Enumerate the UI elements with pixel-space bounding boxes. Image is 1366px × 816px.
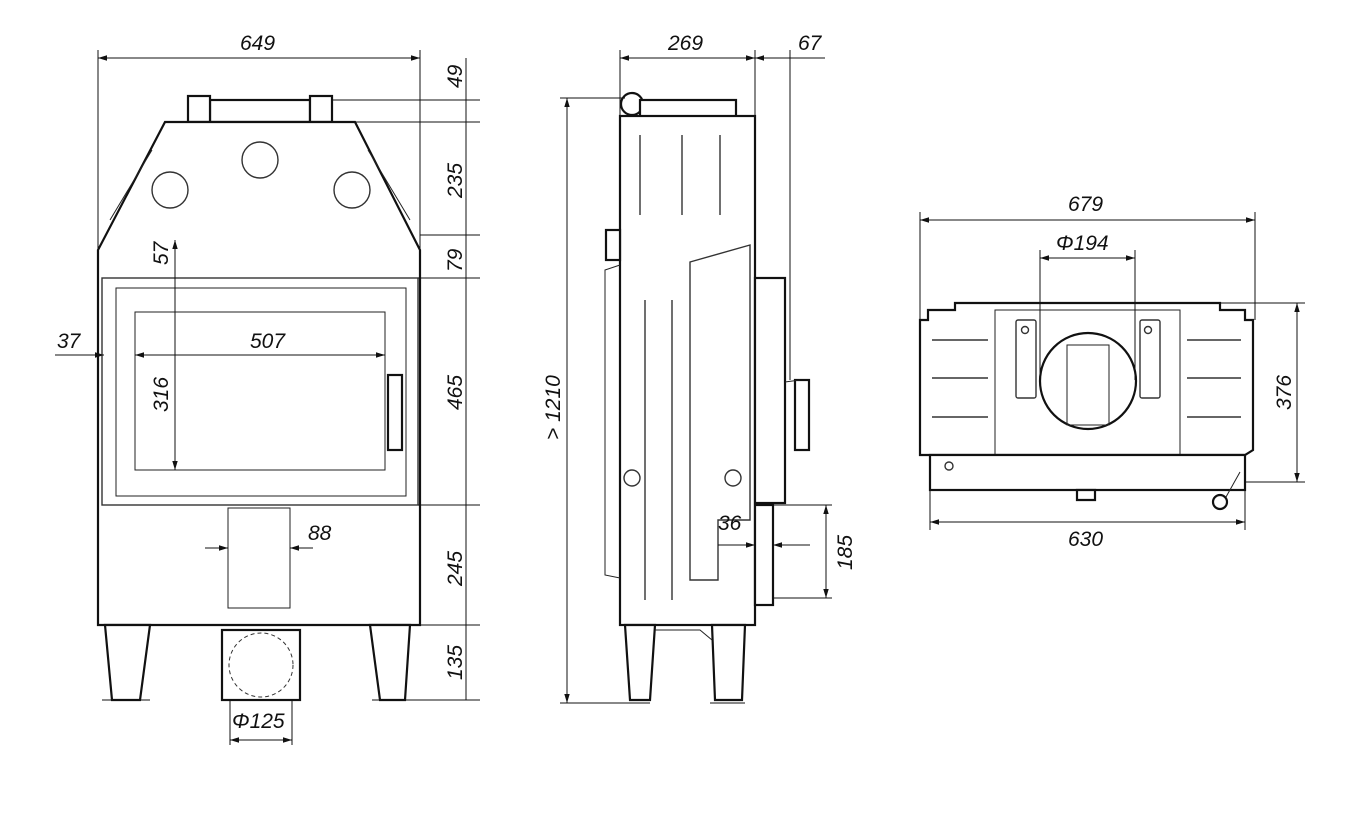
side-view: 269 67 > 1210 36 185: [542, 32, 857, 704]
top-base: [928, 453, 1247, 492]
dim-handle-offset: 36: [718, 512, 742, 535]
air-outlet-top: [241, 141, 279, 179]
side-door: [753, 276, 787, 505]
dim-door-depth: 67: [798, 32, 823, 55]
dim-top-offset: 49: [444, 64, 467, 88]
dim-flue-diameter: Φ194: [1056, 232, 1109, 255]
side-handle: [793, 378, 811, 452]
flue-opening: [1038, 331, 1138, 431]
duct: [227, 507, 291, 609]
dim-glass-height: 316: [150, 377, 173, 412]
right-leg: [368, 623, 412, 702]
dim-upper-gap: 79: [444, 248, 467, 272]
dim-top-depth: 376: [1273, 375, 1296, 410]
dim-handle-height: 185: [834, 535, 857, 570]
dim-glass-top-offset: 57: [150, 240, 173, 265]
dim-lower-section: 245: [444, 551, 467, 587]
door-handle: [386, 373, 404, 452]
outlet-duct: [220, 628, 302, 702]
dim-door-height: 465: [444, 375, 467, 410]
front-body: [96, 120, 422, 627]
dim-glass-width: 507: [250, 330, 286, 353]
air-inlet-left: [151, 171, 189, 209]
dim-top-section: 235: [444, 163, 467, 199]
front-view: 649 49 235 79 465 245 135 57 507 316 37 …: [55, 32, 480, 745]
top-view: 679 Φ194 376 630: [918, 193, 1305, 551]
dim-base-width: 630: [1068, 528, 1103, 551]
dim-depth: 269: [667, 32, 703, 55]
dim-width: 649: [240, 32, 275, 55]
glass: [134, 311, 386, 471]
dim-side-offset: 37: [57, 330, 82, 353]
right-bracket: [308, 94, 334, 124]
dim-total-height: > 1210: [542, 375, 565, 440]
air-inlet-right: [333, 171, 371, 209]
top-plate: [208, 98, 312, 124]
dim-outlet-diameter: Φ125: [232, 710, 285, 733]
side-body: [618, 114, 757, 627]
dim-legs-height: 135: [444, 645, 467, 680]
left-bracket: [186, 94, 212, 124]
left-leg: [103, 623, 152, 702]
dim-duct-width: 88: [308, 522, 332, 545]
door-frame: [101, 277, 419, 506]
dim-overall-width: 679: [1068, 193, 1103, 216]
